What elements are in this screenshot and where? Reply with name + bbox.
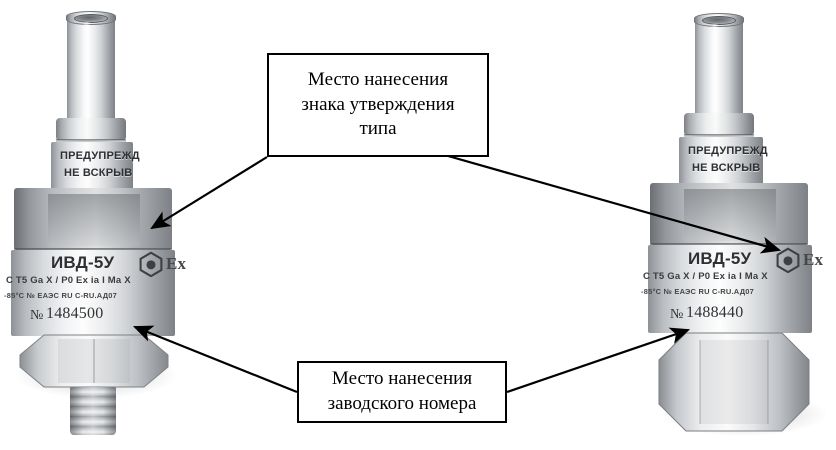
left-warning-line-1: ПРЕДУПРЕЖД — [60, 150, 140, 162]
left-approval-mark-letter: Ex — [166, 254, 187, 273]
left-threaded-stud — [70, 387, 116, 435]
left-hex-body-facet — [48, 194, 140, 246]
ex-hexagon-icon — [776, 247, 800, 273]
left-model-label: ИВД-5У — [51, 253, 115, 272]
pressure-sensor-right: ПРЕДУПРЕЖД НЕ ВСКРЫВ ИВД-5У Ex C T5 Ga X… — [641, 0, 836, 450]
right-approval-mark-letter: Ex — [803, 250, 824, 269]
right-ex-marking: C T5 Ga X / P0 Ex ia I Ma X — [643, 271, 768, 282]
left-nozzle-highlight — [82, 22, 91, 118]
left-ex-marking: C T5 Ga X / P0 Ex ia I Ma X — [6, 275, 131, 286]
left-collar-groove — [56, 139, 126, 143]
left-warning-line-2: НЕ ВСКРЫВ — [64, 167, 133, 179]
right-certificate-line: -85°C № ЕАЭС RU C-RU.АД07 — [641, 287, 754, 296]
right-approval-mark — [775, 247, 801, 273]
left-thread-shading — [70, 387, 116, 435]
left-top-nozzle — [67, 14, 115, 122]
left-hex-nut — [18, 333, 170, 389]
right-collar-groove — [684, 134, 754, 138]
left-upper-collar — [56, 118, 126, 140]
right-hex-nut-shape — [658, 332, 810, 432]
right-hex-body-facet — [684, 189, 776, 241]
left-serial-number: 1484500 — [46, 305, 104, 322]
left-warning-band — [51, 142, 133, 190]
right-top-nozzle — [695, 16, 743, 116]
pressure-sensor-left: ПРЕДУПРЕЖД НЕ ВСКРЫВ ИВД-5У Ex C T5 Ga X… — [4, 0, 198, 450]
left-certificate-line: -85°C № ЕАЭС RU C-RU.АД07 — [4, 291, 117, 300]
right-upper-collar — [684, 113, 754, 135]
callout-type-approval-text: Место нанесения знака утверждения типа — [301, 68, 455, 140]
callout-serial-number-text: Место нанесения заводского номера — [327, 368, 477, 414]
callout-serial-number: Место нанесения заводского номера — [297, 361, 507, 423]
right-hex-nut — [656, 330, 812, 434]
right-nozzle-highlight — [710, 24, 719, 112]
ex-hexagon-icon — [139, 251, 163, 277]
right-warning-line-2: НЕ ВСКРЫВ — [692, 162, 761, 174]
right-serial-number: 1488440 — [686, 304, 744, 321]
right-warning-line-1: ПРЕДУПРЕЖД — [688, 145, 768, 157]
right-nozzle-bore — [702, 16, 736, 25]
left-approval-mark — [138, 251, 164, 277]
right-serial-prefix: № — [670, 307, 684, 322]
right-model-label: ИВД-5У — [688, 249, 752, 268]
left-nozzle-bore — [74, 14, 108, 23]
callout-type-approval: Место нанесения знака утверждения типа — [267, 53, 489, 157]
left-hex-nut-shape — [19, 334, 169, 388]
left-serial-prefix: № — [30, 308, 44, 323]
